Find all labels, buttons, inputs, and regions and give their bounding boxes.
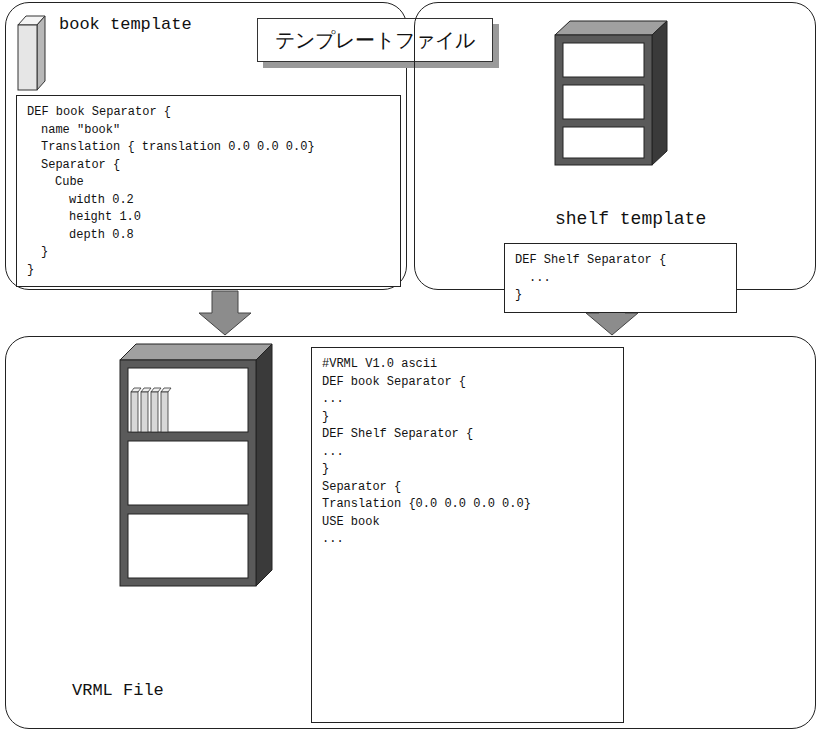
code-line: } — [322, 409, 615, 427]
code-line: USE book — [322, 514, 615, 532]
code-line: } — [322, 461, 615, 479]
code-line: DEF book Separator { — [322, 374, 615, 392]
label-text: テンプレートファイル — [275, 27, 475, 54]
code-line: depth 0.8 — [69, 227, 392, 245]
panel-heading: VRML File — [72, 681, 164, 700]
code-line: Cube — [55, 174, 392, 192]
code-line: Separator { — [41, 157, 392, 175]
code-line: height 1.0 — [69, 209, 392, 227]
panel-heading: book template — [59, 15, 192, 34]
code-listing: DEF book Separator {name "book"Translati… — [16, 95, 401, 287]
bookshelf-icon — [120, 344, 272, 586]
code-line: ... — [322, 391, 615, 409]
code-line: name "book" — [41, 122, 392, 140]
shelf-icon — [555, 21, 667, 165]
code-line: DEF Shelf Separator { — [322, 426, 615, 444]
book-icon — [18, 16, 45, 90]
block-arrow — [199, 291, 251, 335]
code-line: ... — [529, 270, 728, 288]
code-line: width 0.2 — [69, 192, 392, 210]
book-row — [131, 388, 171, 432]
file-label: テンプレートファイル — [257, 18, 493, 62]
code-line: } — [27, 262, 392, 280]
code-line: } — [515, 287, 728, 305]
code-line: } — [41, 244, 392, 262]
code-line: Separator { — [322, 479, 615, 497]
code-line: DEF Shelf Separator { — [515, 252, 728, 270]
output-panel: VRML File #VRML V1.0 asciiDEF book Separa… — [5, 336, 816, 729]
code-listing: DEF Shelf Separator {...} — [504, 243, 737, 313]
code-listing: #VRML V1.0 asciiDEF book Separator {...}… — [311, 347, 624, 723]
panel-heading: shelf template — [555, 209, 706, 229]
code-line: DEF book Separator { — [27, 104, 392, 122]
code-line: #VRML V1.0 ascii — [322, 356, 615, 374]
code-line: Translation { translation 0.0 0.0 0.0} — [41, 139, 392, 157]
code-line: ... — [322, 531, 615, 549]
code-line: ... — [322, 444, 615, 462]
code-line: Translation {0.0 0.0 0.0 0.0} — [322, 496, 615, 514]
